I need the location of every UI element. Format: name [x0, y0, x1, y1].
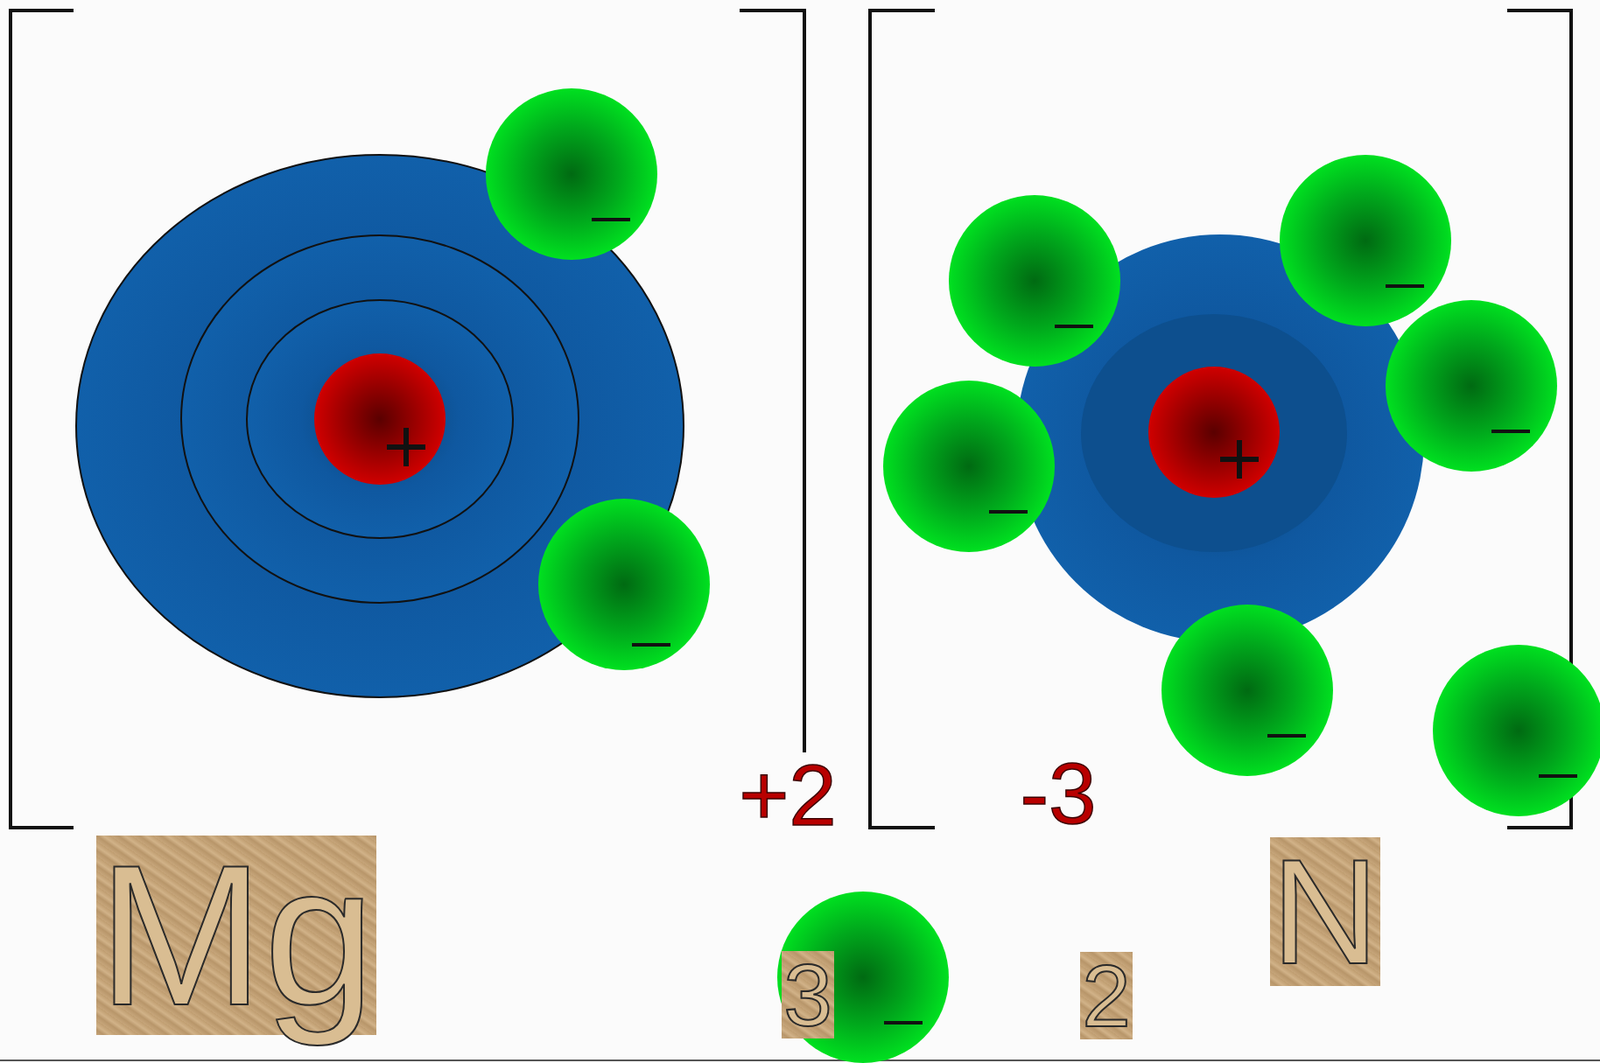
element-symbol: N: [1270, 837, 1382, 987]
electrons: [485, 88, 1600, 1063]
subscript-number: 3: [781, 951, 835, 1039]
subscript-number: 2: [1080, 952, 1133, 1040]
ion-brackets: [10, 10, 1572, 829]
ion-charge: -3: [1017, 750, 1098, 837]
baseline-rule: [0, 1059, 1600, 1062]
element-symbol: Mg: [96, 835, 378, 1036]
ion-charge: +2: [736, 752, 839, 839]
